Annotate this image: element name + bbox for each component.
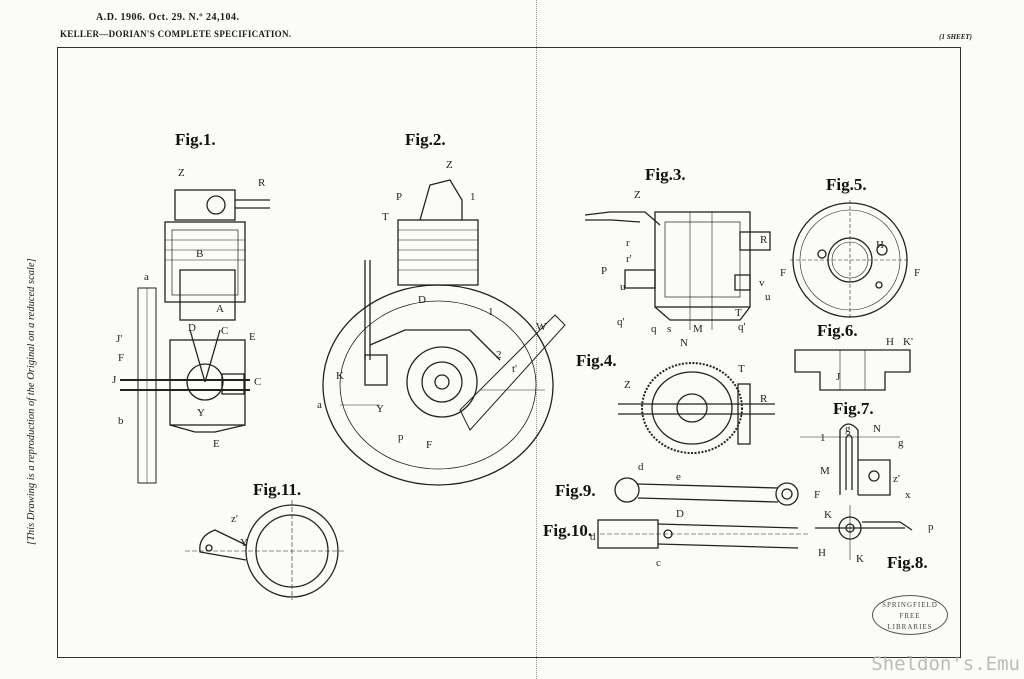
label-g-top-fig7: g	[845, 423, 851, 435]
label-u-fig3: u	[620, 281, 626, 293]
label-t-fig3: T	[735, 307, 742, 319]
label-y-fig2: Y	[376, 403, 384, 415]
stamp-line3: LIBRARIES	[873, 622, 947, 633]
label-z1-fig7: z'	[893, 473, 900, 485]
label-t-fig4: T	[738, 363, 745, 375]
label-1-fig2: 1	[470, 191, 476, 203]
label-2-fig2: 2	[496, 349, 502, 361]
label-j1: J'	[116, 333, 122, 345]
label-q-fig3: q	[651, 323, 657, 335]
fig10-lever	[598, 520, 810, 548]
fig4-toothed-disk	[618, 363, 775, 453]
fig1-engine-section	[120, 190, 270, 483]
label-z-fig2: Z	[446, 159, 453, 171]
label-c-fig1: C	[221, 325, 228, 337]
label-p-fig8: p	[928, 521, 934, 533]
label-j-fig6: J	[836, 371, 841, 383]
label-z1-fig11: z'	[231, 513, 238, 525]
label-d-fig9: d	[638, 461, 644, 473]
label-b-small: b	[118, 415, 124, 427]
fig10-title: Fig.10.	[543, 521, 592, 540]
fig6-title: Fig.6.	[817, 321, 858, 340]
label-p-small-fig2: p	[398, 431, 404, 443]
fig3-title: Fig.3.	[645, 165, 686, 184]
label-v-fig3: v	[759, 277, 765, 289]
fig3-section	[585, 212, 770, 330]
label-t1-fig2: t'	[512, 363, 517, 375]
label-p-fig2: P	[396, 191, 402, 203]
label-e-fig9: e	[676, 471, 681, 483]
library-stamp: SPRINGFIELD FREE LIBRARIES	[872, 595, 948, 635]
label-x-fig7: x	[905, 489, 911, 501]
label-r-right-fig3: R	[760, 234, 768, 246]
label-q1-fig3: q'	[617, 316, 625, 328]
label-k-fig2: K	[336, 370, 344, 382]
label-y-fig11: Y	[240, 537, 248, 549]
label-q1b-fig3: q'	[738, 321, 746, 333]
label-s-fig3: s	[667, 323, 671, 335]
label-f-fig2: F	[426, 439, 432, 451]
label-d-fig10: d	[590, 531, 596, 543]
fig11-title: Fig.11.	[253, 480, 301, 499]
label-a-small: a	[144, 271, 149, 283]
label-r-fig1: R	[258, 177, 266, 189]
label-e2-fig1: E	[213, 438, 220, 450]
fig7-title: Fig.7.	[833, 399, 874, 418]
fig9-lever	[615, 478, 798, 505]
label-h-fig5: H	[876, 239, 884, 251]
label-f-fig7: F	[814, 489, 820, 501]
label-u2-fig3: u	[765, 291, 771, 303]
label-b-fig1: B	[196, 248, 203, 260]
label-w-fig2: W	[536, 321, 547, 333]
label-n-fig3: N	[680, 337, 688, 349]
label-m-fig3: M	[693, 323, 703, 335]
fig5-disc	[790, 200, 910, 320]
label-a-fig1: A	[216, 303, 224, 315]
label-p-fig3: P	[601, 265, 607, 277]
label-k1-fig6: K'	[903, 336, 913, 348]
stamp-line2: FREE	[873, 611, 947, 622]
label-r1-fig3: r'	[626, 253, 632, 265]
label-z-fig1: Z	[178, 167, 185, 179]
fig2-title: Fig.2.	[405, 130, 446, 149]
fig5-title: Fig.5.	[826, 175, 867, 194]
fig4-title: Fig.4.	[576, 351, 617, 370]
label-g-right-fig7: g	[898, 437, 904, 449]
label-z-fig3: Z	[634, 189, 641, 201]
label-f-left-fig5: F	[780, 267, 786, 279]
site-watermark: Sheldon's.Emu	[871, 653, 1020, 675]
fig6-section	[795, 350, 910, 390]
label-c2-fig1: C	[254, 376, 261, 388]
label-k-fig8: K	[824, 509, 832, 521]
label-z-fig4: Z	[624, 379, 631, 391]
fig1-title: Fig.1.	[175, 130, 216, 149]
label-a-fig2: a	[317, 399, 322, 411]
label-h-fig6: H	[886, 336, 894, 348]
label-f-fig1: F	[118, 352, 124, 364]
label-c-fig10: c	[656, 557, 661, 569]
label-d-fig1: D	[188, 322, 196, 334]
label-1b-fig2: 1	[488, 306, 494, 318]
label-r-fig4: R	[760, 393, 768, 405]
stamp-line1: SPRINGFIELD	[873, 600, 947, 611]
label-d2-fig9: D	[676, 508, 684, 520]
label-l-fig7: 1	[820, 432, 826, 444]
label-f-right-fig5: F	[914, 267, 920, 279]
fig9-title: Fig.9.	[555, 481, 596, 500]
label-h-fig8: H	[818, 547, 826, 559]
label-r-fig3: r	[626, 237, 630, 249]
label-n-fig7: N	[873, 423, 881, 435]
label-m-fig7: M	[820, 465, 830, 477]
label-j: J	[112, 374, 117, 386]
fig2-side-view	[323, 180, 565, 485]
fig8-title: Fig.8.	[887, 553, 928, 572]
fig11-ring-lever	[185, 500, 345, 600]
label-k2-fig8: K	[856, 553, 864, 565]
label-e-fig1: E	[249, 331, 256, 343]
label-t-fig2: T	[382, 211, 389, 223]
label-y-fig1: Y	[197, 407, 205, 419]
label-d-fig2: D	[418, 294, 426, 306]
